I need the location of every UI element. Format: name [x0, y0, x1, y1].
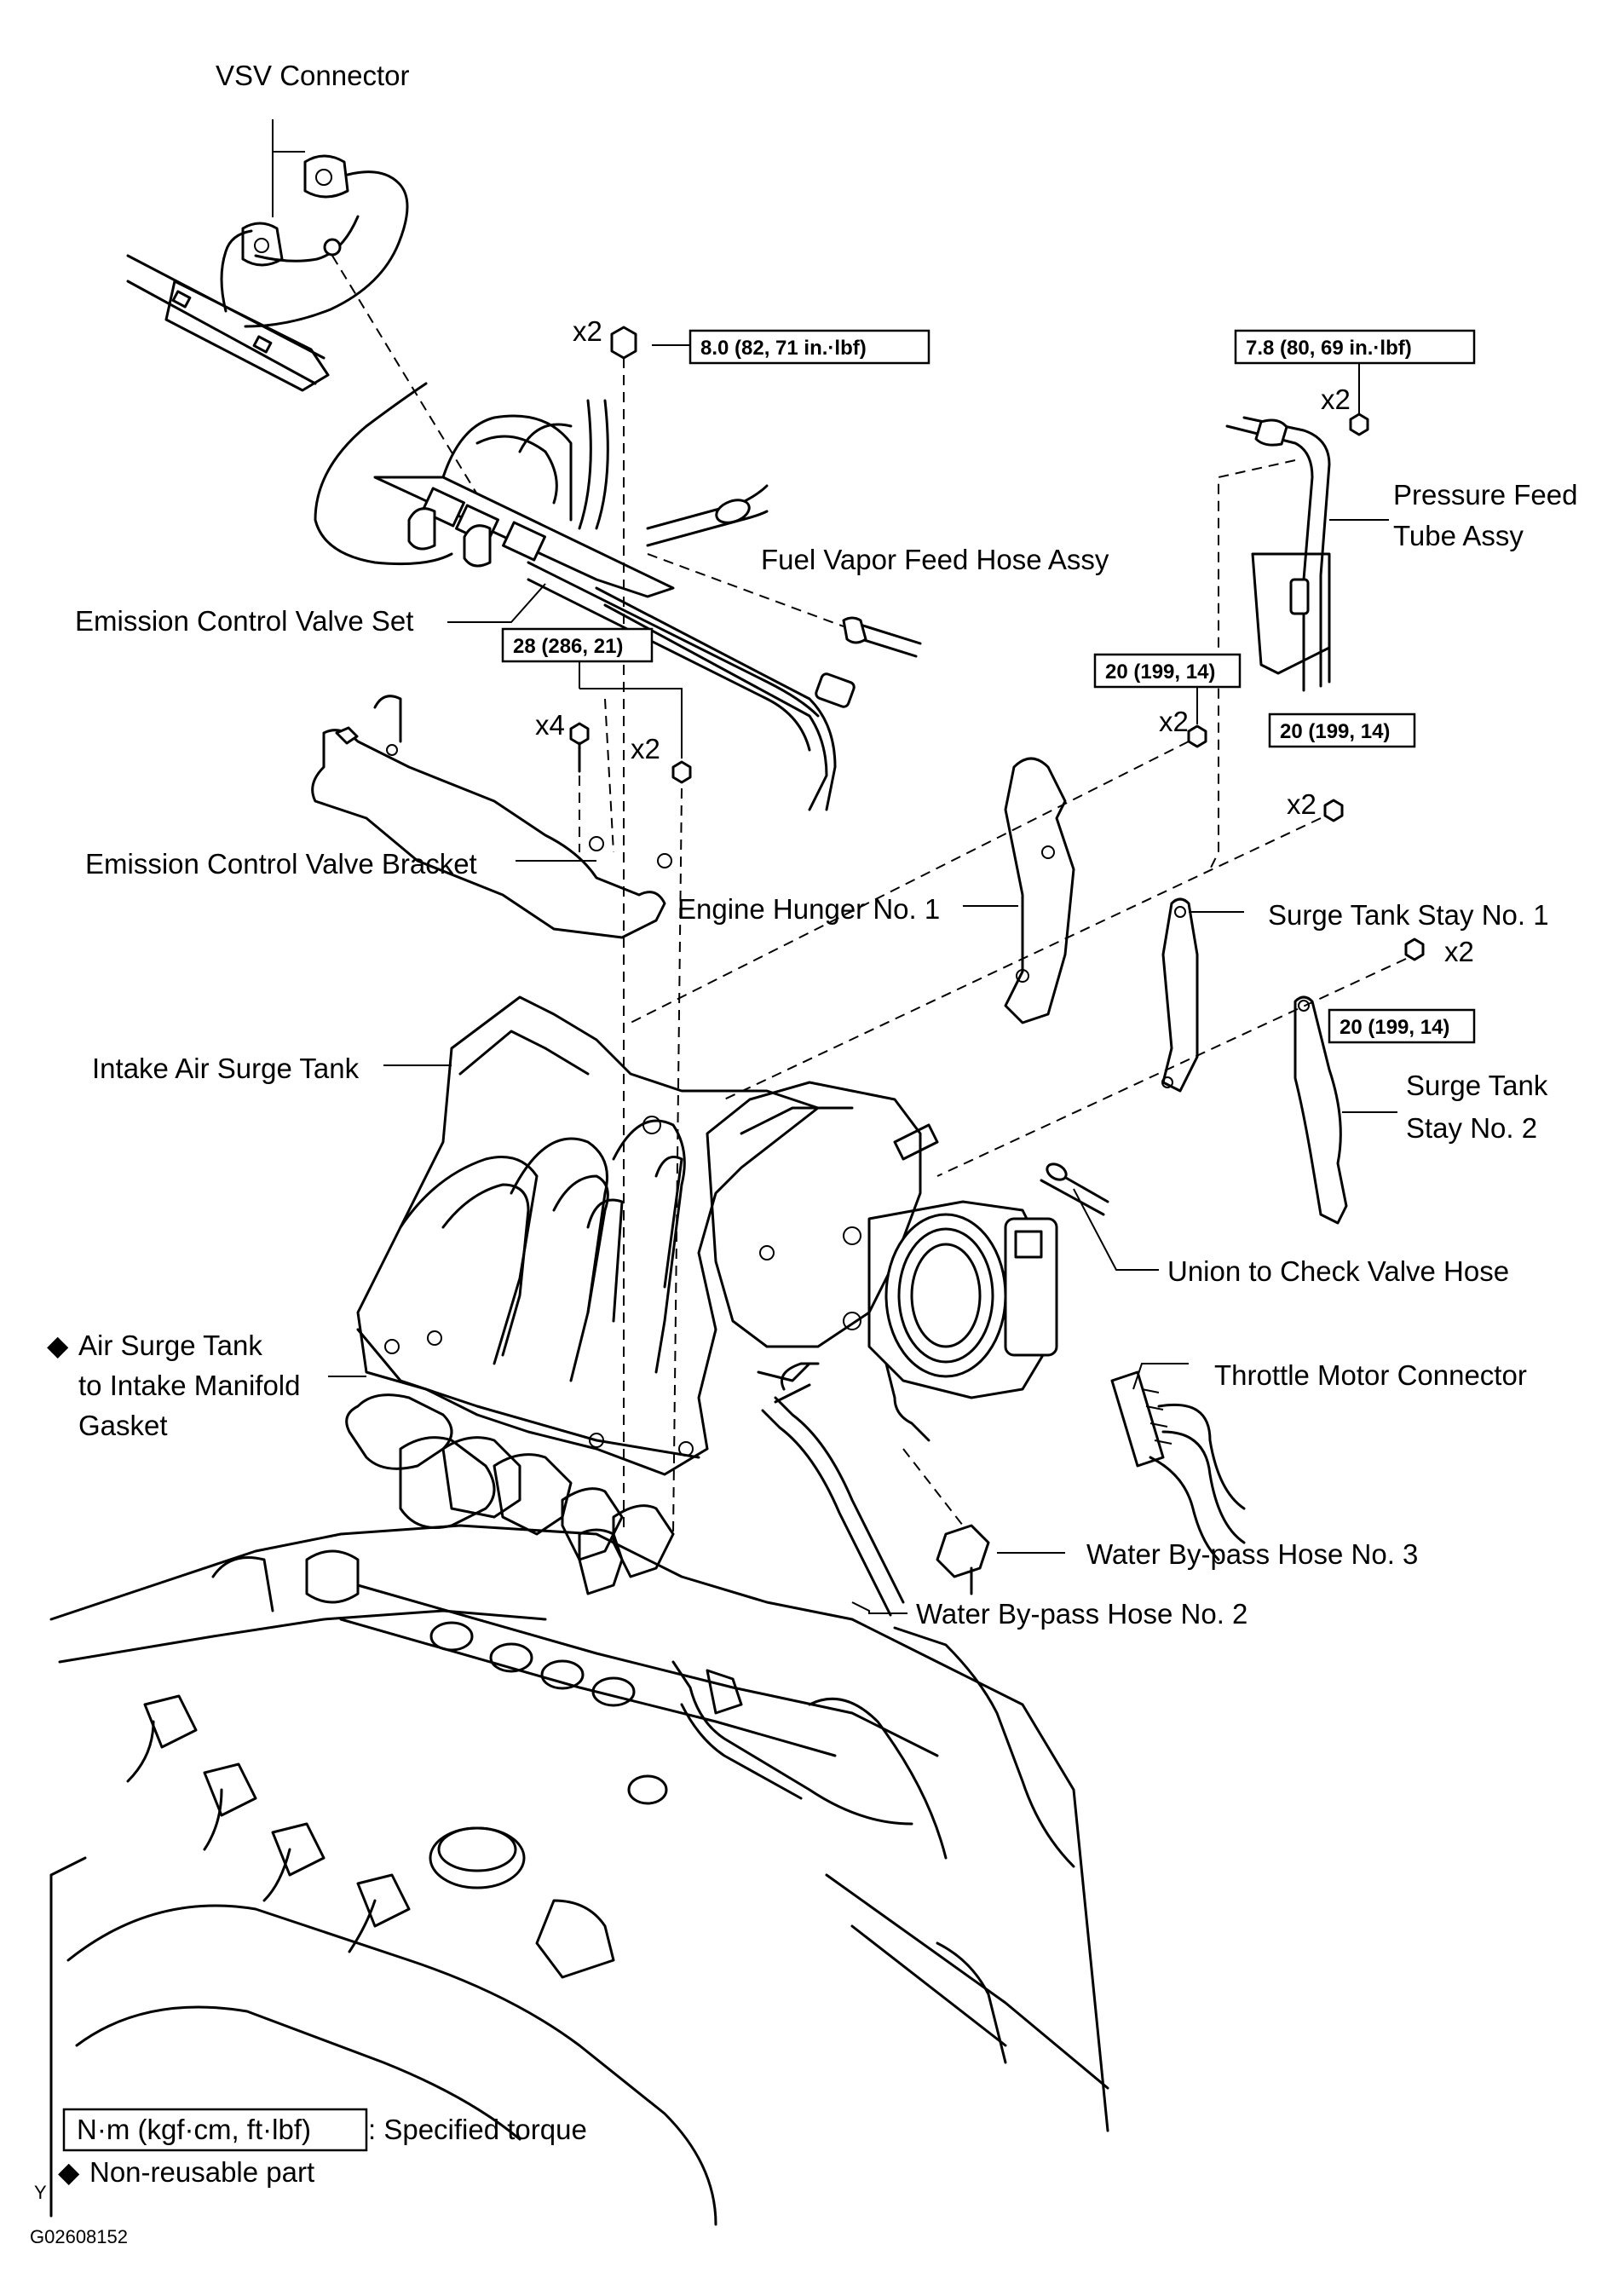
surge-tank-stay-1-drawing	[723, 712, 1416, 1100]
label-water-bypass-hose-2: Water By-pass Hose No. 2	[916, 1598, 1247, 1630]
label-fuel-vapor-feed-hose: Fuel Vapor Feed Hose Assy	[761, 544, 1109, 575]
label-water-bypass-hose-3: Water By-pass Hose No. 3	[1086, 1538, 1418, 1570]
qty-bracket-nut: x2	[631, 733, 660, 764]
torque-spec-1: 8.0 (82, 71 in.·lbf)	[700, 337, 867, 360]
pressure-feed-tube-drawing	[1209, 329, 1476, 870]
figure-code: G02608152	[30, 2226, 128, 2247]
qty-nut-1: x2	[573, 315, 602, 347]
label-emission-control-valve-bracket: Emission Control Valve Bracket	[85, 848, 477, 880]
surge-tank-stay-2-drawing	[936, 937, 1476, 1225]
labels: VSV Connector Fuel Vapor Feed Hose Assy …	[47, 60, 1577, 1630]
emission-bracket-drawing	[311, 627, 692, 1535]
throttle-connector-drawing	[1110, 1363, 1246, 1561]
engine-head-drawing	[49, 1524, 1109, 2226]
legend-torque-desc: : Specified torque	[368, 2114, 587, 2145]
torque-spec-2: 7.8 (80, 69 in.·lbf)	[1246, 337, 1412, 360]
torque-spec-6: 20 (199, 14)	[1340, 1016, 1449, 1039]
intake-air-surge-tank-drawing	[356, 995, 1058, 1476]
torque-spec-4: 20 (199, 14)	[1105, 661, 1215, 684]
label-throttle-motor-connector: Throttle Motor Connector	[1214, 1359, 1527, 1391]
footer: Y G02608152	[30, 2182, 128, 2247]
qty-hunger: x2	[1159, 706, 1189, 737]
legend-torque-sample: N·m (kgf·cm, ft·lbf)	[77, 2114, 311, 2145]
label-engine-hunger: Engine Hunger No. 1	[677, 893, 940, 925]
label-vsv-connector: VSV Connector	[216, 60, 409, 91]
qty-stay-2: x2	[1444, 936, 1474, 967]
label-gasket-1: Air Surge Tank	[78, 1330, 262, 1361]
footer-mark: Y	[34, 2182, 47, 2203]
legend: N·m (kgf·cm, ft·lbf) : Specified torque …	[58, 2108, 587, 2188]
union-hose-drawing	[1040, 1162, 1159, 1271]
torque-spec-3: 28 (286, 21)	[513, 635, 623, 658]
vsv-connector-drawing	[126, 119, 478, 495]
label-gasket-3: Gasket	[78, 1410, 168, 1441]
emission-control-valve-set-drawing	[314, 382, 922, 811]
label-intake-air-surge-tank: Intake Air Surge Tank	[92, 1053, 360, 1084]
nonreusable-mark-gasket: ◆	[47, 1330, 69, 1361]
label-union-to-check-valve-hose: Union to Check Valve Hose	[1167, 1255, 1509, 1287]
legend-nonreusable-desc: Non-reusable part	[89, 2156, 314, 2188]
qty-bracket-bolt: x4	[535, 709, 565, 741]
legend-nonreusable-mark: ◆	[58, 2156, 80, 2188]
label-surge-tank-stay-2-1: Surge Tank	[1406, 1070, 1548, 1101]
torque-spec-5: 20 (199, 14)	[1280, 720, 1390, 743]
label-surge-tank-stay-2-2: Stay No. 2	[1406, 1112, 1537, 1144]
torque-specs: 8.0 (82, 71 in.·lbf) 7.8 (80, 69 in.·lbf…	[513, 337, 1449, 1039]
label-gasket-2: to Intake Manifold	[78, 1370, 301, 1401]
qty-stay-1: x2	[1287, 788, 1317, 820]
label-surge-tank-stay-1: Surge Tank Stay No. 1	[1268, 899, 1549, 931]
quantities: x2 x2 x4 x2 x2 x2 x2	[535, 315, 1474, 967]
label-emission-control-valve-set: Emission Control Valve Set	[75, 605, 413, 637]
engine-hunger-drawing	[630, 653, 1242, 1024]
water-bypass-hoses-drawing	[761, 1362, 1065, 1617]
gasket-drawing	[328, 1376, 675, 1595]
label-pressure-feed-tube-1: Pressure Feed	[1393, 479, 1577, 511]
label-pressure-feed-tube-2: Tube Assy	[1393, 520, 1524, 551]
torque-group-1	[610, 326, 930, 1534]
qty-pressure-feed: x2	[1321, 384, 1351, 415]
